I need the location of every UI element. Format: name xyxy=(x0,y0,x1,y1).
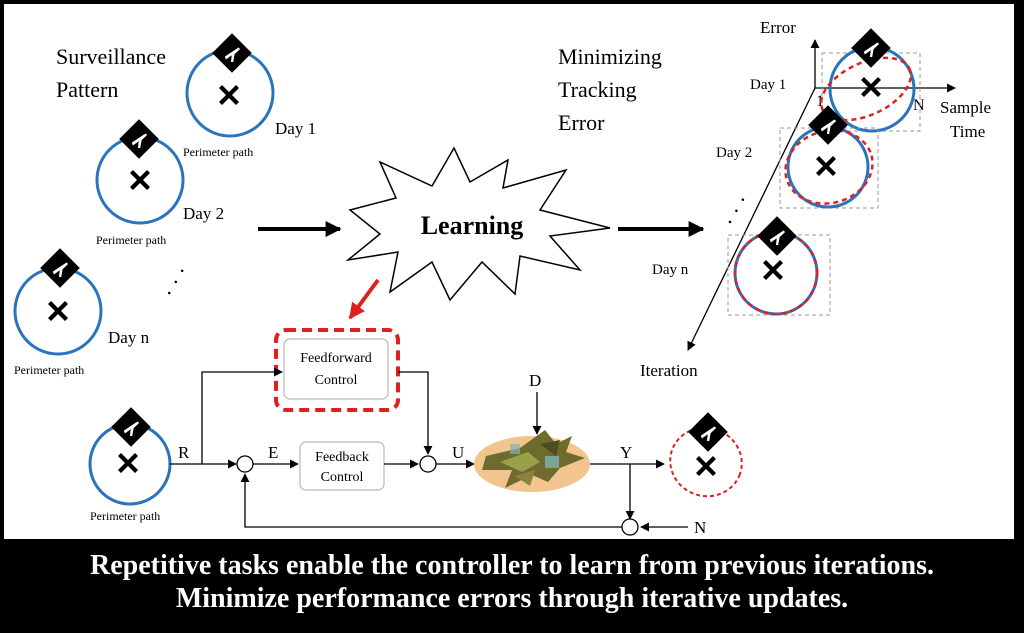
feedback-label-line2: Control xyxy=(321,470,364,485)
signal-D: D xyxy=(529,371,541,390)
surveillance-title-line2: Pattern xyxy=(56,77,118,102)
learning-label: Learning xyxy=(421,211,524,240)
iteration-axis xyxy=(687,87,816,351)
error-summing-junction xyxy=(236,455,254,473)
day1-label: Day 1 xyxy=(750,77,786,93)
learning-starburst xyxy=(345,146,611,302)
caption-banner: Repetitive tasks enable the controller t… xyxy=(0,540,1024,633)
caption-line2: Minimize performance errors through iter… xyxy=(175,583,849,614)
control-summing-junction xyxy=(419,455,437,473)
error-day1: Day 1 xyxy=(750,28,921,133)
error-dayn: Day n xyxy=(652,216,831,316)
feedforward-label-line1: Feedforward xyxy=(300,351,372,366)
dayn-label: Day n xyxy=(652,262,689,278)
feedforward-label-line2: Control xyxy=(315,373,358,388)
axis-error-label: Error xyxy=(760,18,796,37)
output-pattern xyxy=(669,412,743,498)
perimeter-label: Perimeter path xyxy=(183,145,253,159)
axis-sample-label-line1: Sample xyxy=(940,98,991,117)
feedback-label-line1: Feedback xyxy=(315,450,369,465)
pattern-dayn: Day n Perimeter path xyxy=(13,248,150,377)
axis-iteration-label: Iteration xyxy=(640,361,698,380)
noise-summing-junction xyxy=(621,518,639,536)
surveillance-title-line1: Surveillance xyxy=(56,44,166,69)
signal-N: N xyxy=(694,518,706,537)
aircraft-plant-icon xyxy=(474,430,590,492)
signal-lines xyxy=(170,367,688,532)
minimizing-title-line2: Tracking xyxy=(558,77,637,102)
feedforward-block xyxy=(283,338,389,400)
day2-label: Day 2 xyxy=(183,204,224,223)
dayn-label: Day n xyxy=(108,328,150,347)
error-day2: Day 2 xyxy=(716,105,879,209)
day1-label: Day 1 xyxy=(275,119,316,138)
day2-label: Day 2 xyxy=(716,145,752,161)
pattern-day1: Day 1 Perimeter path xyxy=(183,33,316,159)
axis-sample-label-line2: Time xyxy=(950,122,985,141)
feedback-block xyxy=(299,441,385,491)
signal-U: U xyxy=(452,443,464,462)
minimizing-title-line3: Error xyxy=(558,110,605,135)
perimeter-label: Perimeter path xyxy=(96,233,166,247)
perimeter-label: Perimeter path xyxy=(90,509,160,523)
perimeter-label: Perimeter path xyxy=(14,363,84,377)
tick-N: N xyxy=(913,97,925,114)
signal-Y: Y xyxy=(620,443,632,462)
minimizing-title-line1: Minimizing xyxy=(558,44,662,69)
signal-R: R xyxy=(178,443,190,462)
learning-update-arrow xyxy=(348,278,380,320)
caption-line1: Repetitive tasks enable the controller t… xyxy=(89,550,935,581)
signal-E: E xyxy=(268,443,278,462)
pattern-day2: Day 2 Perimeter path xyxy=(95,119,224,247)
